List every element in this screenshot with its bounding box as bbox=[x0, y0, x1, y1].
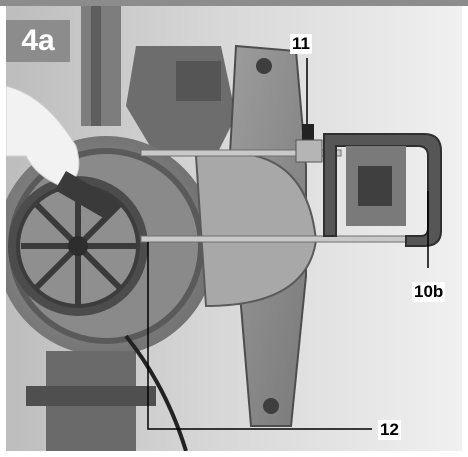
miter-saw-photo bbox=[6, 6, 462, 451]
figure-number-label: 4a bbox=[6, 20, 70, 62]
callout-10b-label: 10b bbox=[412, 282, 446, 302]
figure-top-border bbox=[0, 0, 468, 6]
callout-12-label: 12 bbox=[378, 420, 401, 440]
callout-11-label: 11 bbox=[290, 34, 312, 54]
